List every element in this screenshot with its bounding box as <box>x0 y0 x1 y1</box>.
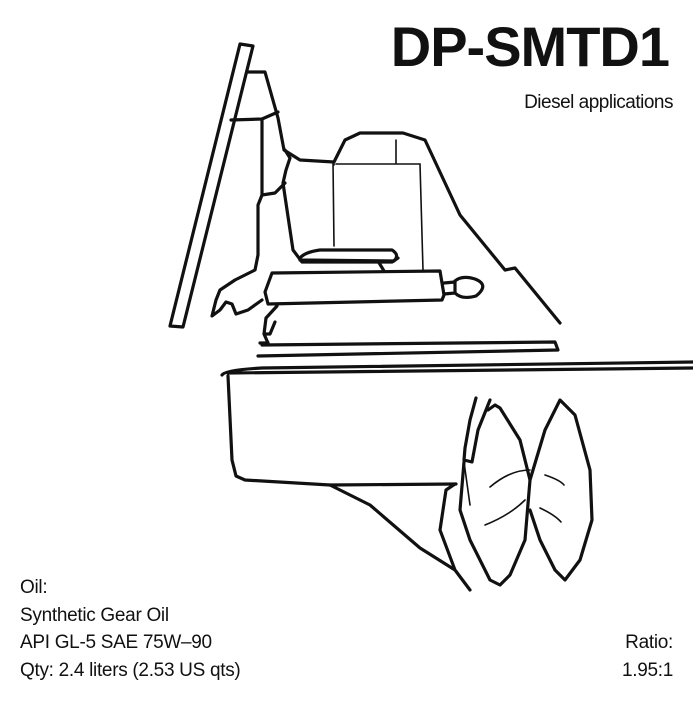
actuator-block <box>263 269 446 306</box>
propeller-rear <box>528 398 594 582</box>
oil-label: Oil: <box>20 577 48 598</box>
propeller-front <box>458 403 532 587</box>
oil-quantity: Qty: 2.4 liters (2.53 US qts) <box>20 659 241 681</box>
oil-type: Synthetic Gear Oil <box>20 604 169 626</box>
lower-gearcase <box>226 374 458 487</box>
cavitation-plate <box>220 360 693 377</box>
application-subtitle: Diesel applications <box>524 92 673 113</box>
ratio-label: Ratio: <box>625 632 673 653</box>
gimbal-bracket <box>246 70 562 325</box>
housing-box <box>332 139 424 271</box>
model-title: DP-SMTD1 <box>390 15 670 78</box>
transom-plate <box>168 42 255 329</box>
oil-grade: API GL-5 SAE 75W–90 <box>20 632 212 653</box>
oil-spec: Oil: Synthetic Gear Oil API GL-5 SAE 75W… <box>20 574 241 684</box>
gear-ratio: Ratio: 1.95:1 <box>622 629 673 684</box>
actuator-knob <box>453 275 485 300</box>
ratio-value: 1.95:1 <box>621 659 673 681</box>
